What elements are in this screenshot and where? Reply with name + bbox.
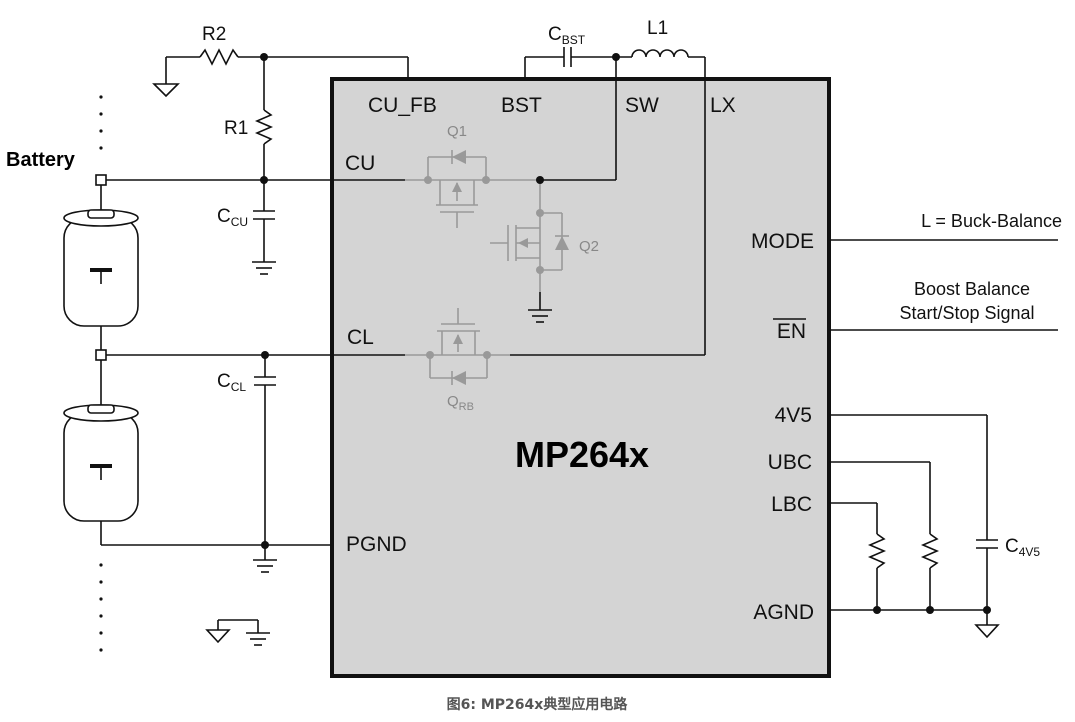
pin-en: EN	[777, 320, 806, 343]
label-c4v5: C4V5	[1005, 536, 1040, 559]
en-note-line1: Boost Balance	[914, 279, 1030, 299]
pin-cl: CL	[347, 326, 374, 349]
label-l1: L1	[647, 18, 668, 39]
pin-agnd: AGND	[753, 601, 814, 624]
mode-note: L = Buck-Balance	[921, 211, 1062, 231]
label-ccu: CCU	[217, 206, 248, 229]
en-note-line2: Start/Stop Signal	[899, 303, 1034, 323]
label-r1: R1	[224, 118, 248, 139]
label-q2: Q2	[579, 238, 599, 255]
r2-network	[152, 48, 409, 98]
label-q1: Q1	[447, 123, 467, 140]
label-ccl: CCL	[217, 371, 246, 394]
battery-label: Battery	[6, 149, 76, 171]
chip-name: MP264x	[515, 434, 649, 475]
qrb-mosfet	[405, 308, 705, 385]
q1-mosfet	[405, 150, 540, 228]
figure-caption: 图6: MP264x典型应用电路	[447, 696, 629, 713]
pin-cu-fb: CU_FB	[368, 94, 437, 117]
q2-mosfet	[490, 176, 569, 323]
pin-mode: MODE	[751, 230, 814, 253]
chip-body	[330, 77, 831, 678]
pin-ubc: UBC	[768, 451, 812, 474]
pin-4v5: 4V5	[775, 404, 812, 427]
pin-sw: SW	[625, 94, 659, 117]
r1-network	[252, 57, 276, 275]
pin-lx: LX	[710, 94, 736, 117]
pin-bst: BST	[501, 94, 542, 117]
label-cbst: CBST	[548, 24, 586, 47]
battery-stack	[63, 95, 139, 652]
pin-lbc: LBC	[771, 493, 812, 516]
label-r2: R2	[202, 24, 226, 45]
right-wiring	[829, 239, 1058, 639]
ground-symbols	[205, 619, 270, 646]
left-wiring	[101, 179, 405, 573]
cbst-l1-network	[524, 47, 706, 355]
label-qrb: QRB	[447, 393, 474, 413]
pin-pgnd: PGND	[346, 533, 407, 556]
pin-cu: CU	[345, 152, 375, 175]
